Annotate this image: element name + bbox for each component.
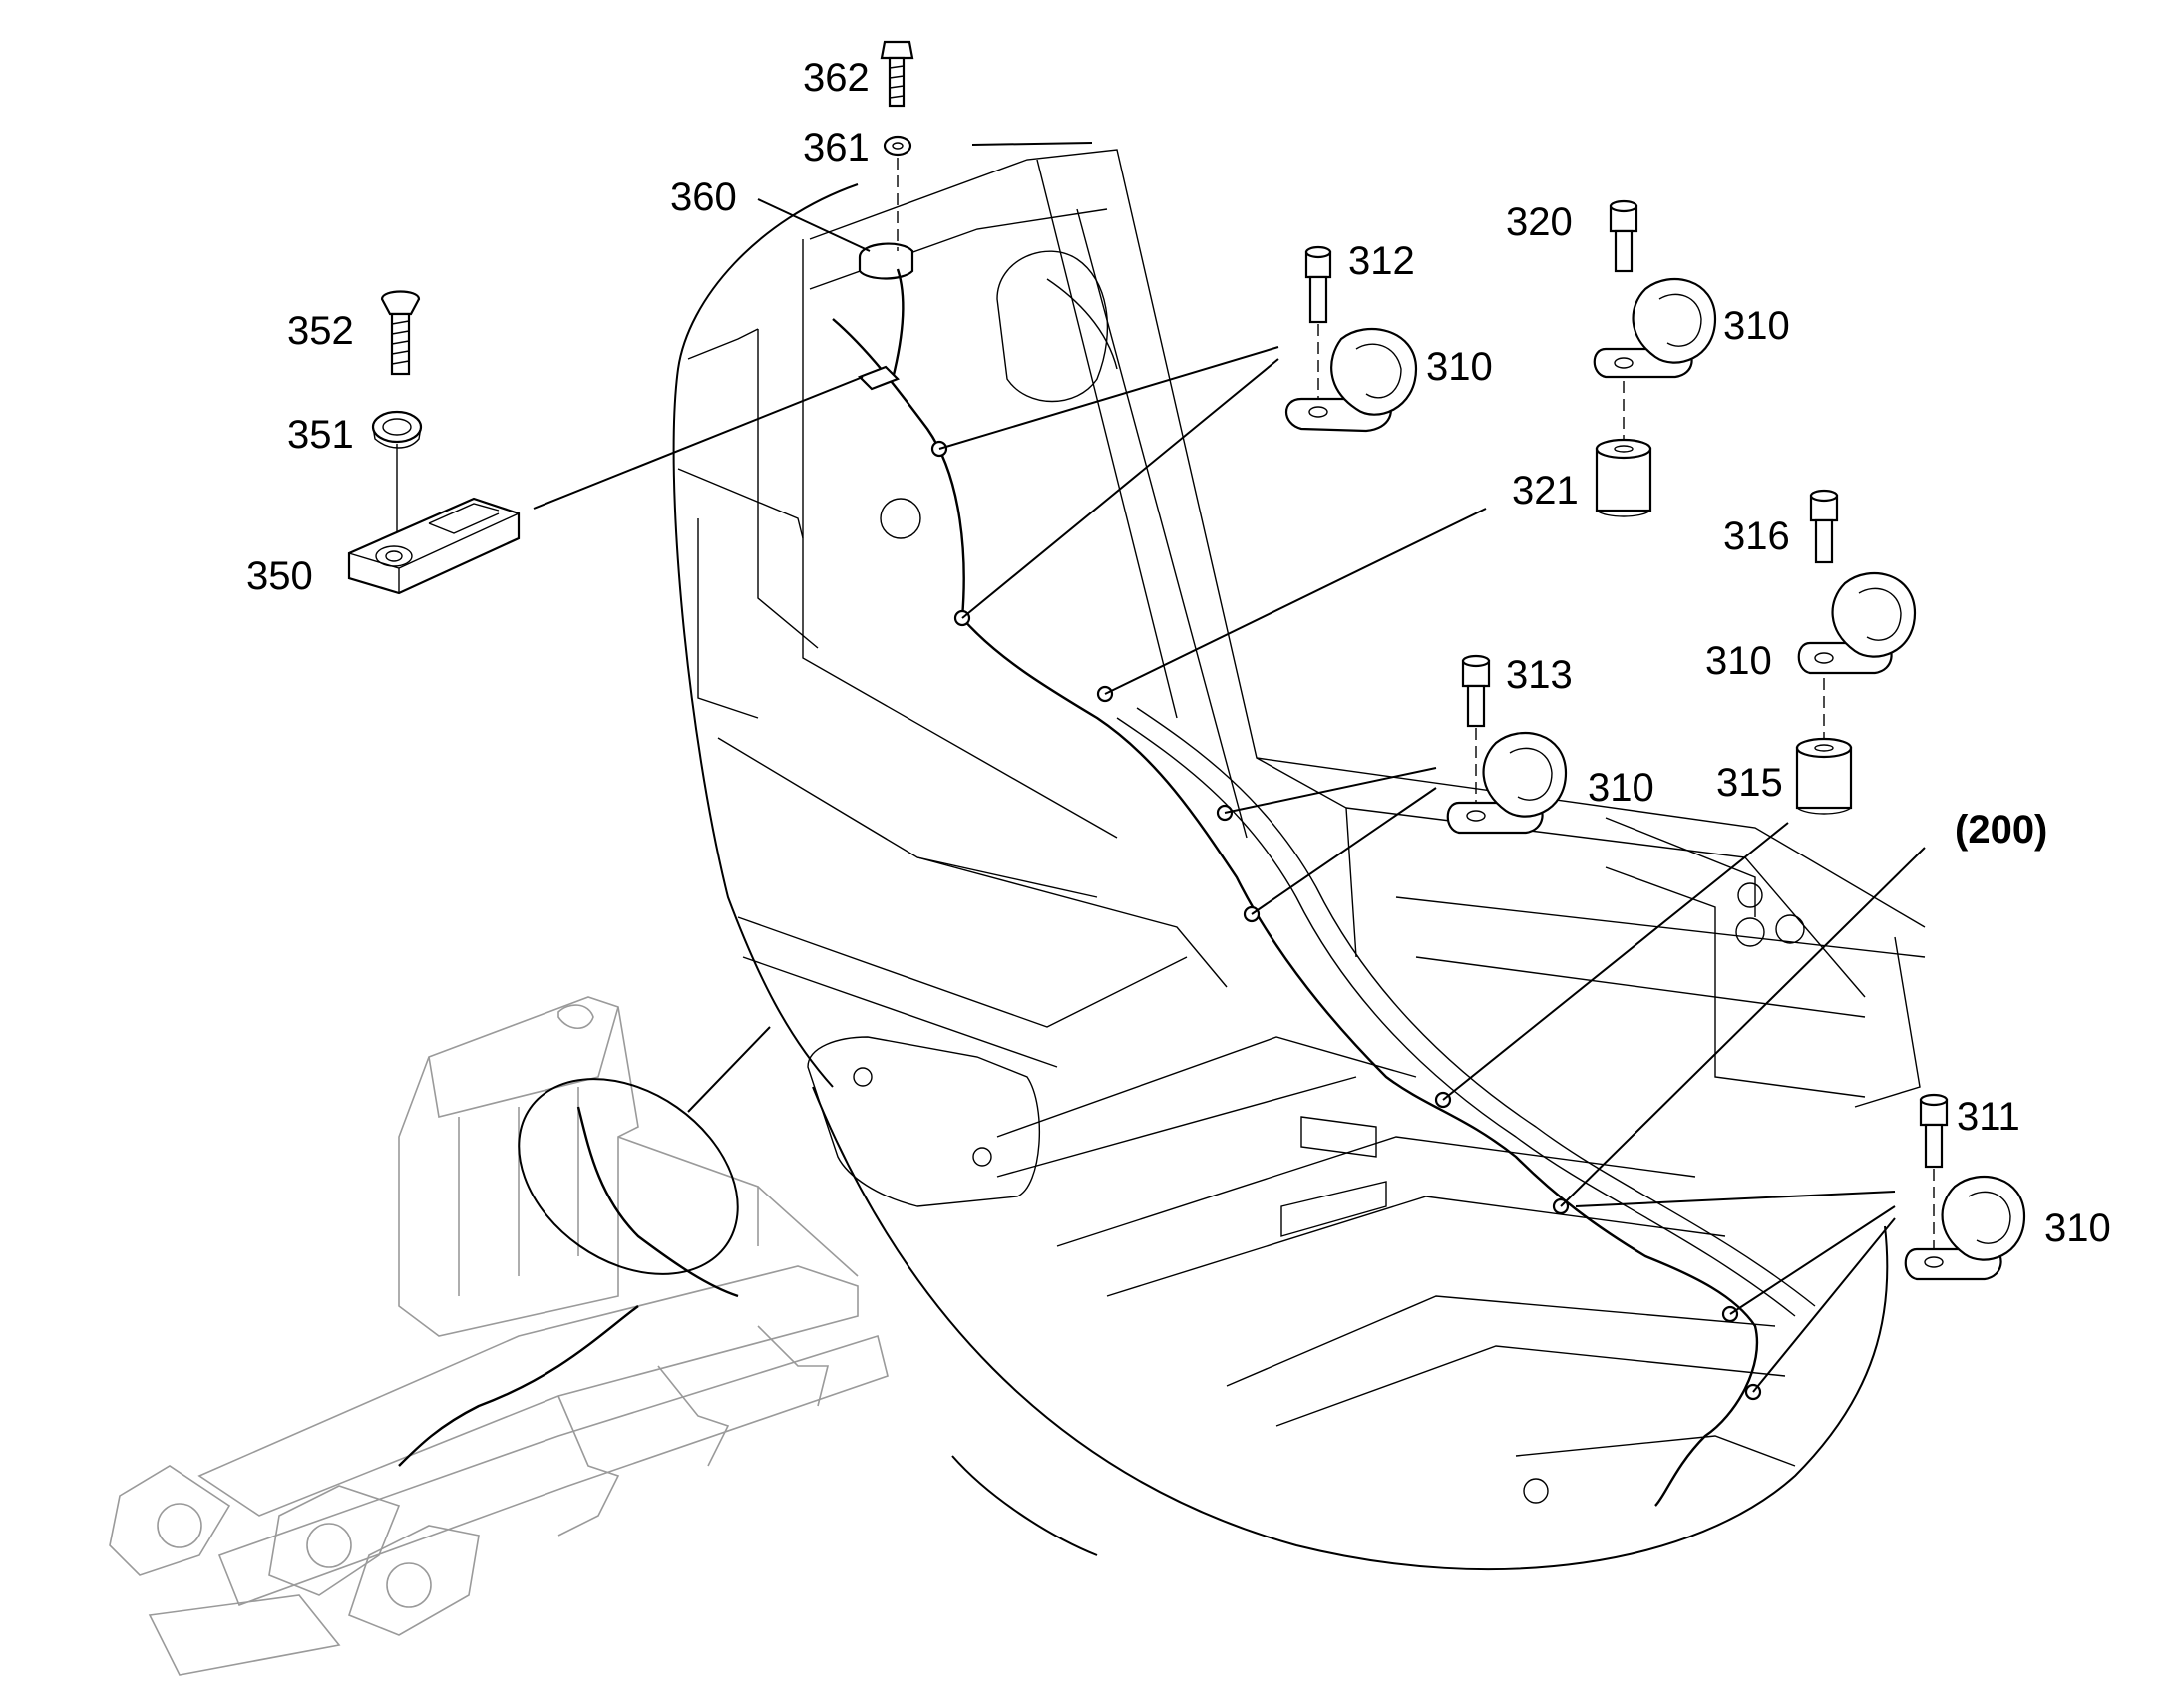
callout-312: 312	[1348, 239, 1415, 283]
ring-351	[371, 410, 423, 449]
leader-310a-1	[938, 346, 1279, 450]
sensor-360-installed	[858, 242, 914, 280]
detail-boundary-top	[971, 142, 1093, 146]
screw-320	[1609, 199, 1638, 273]
callout-360: 360	[670, 175, 737, 219]
overview-harness	[398, 1106, 739, 1467]
callout-315: 315	[1716, 761, 1783, 805]
detail-boundary-bottom	[812, 1086, 1889, 1571]
detail-boundary-inner	[951, 1455, 1098, 1556]
callout-310-b: 310	[1723, 304, 1790, 348]
screw-312	[1304, 245, 1332, 324]
plate-hole	[972, 1147, 992, 1167]
detail-boundary-left	[672, 183, 859, 1088]
bolt-362	[880, 40, 914, 108]
leader-311-1	[1575, 1191, 1896, 1207]
connector-block-350	[347, 497, 521, 595]
spacer-block	[1280, 1181, 1387, 1237]
callout-200: (200)	[1955, 808, 2047, 852]
clamp-310-e	[1904, 1175, 2026, 1281]
leader-310a-2	[961, 358, 1279, 619]
callout-310-a: 310	[1426, 345, 1493, 389]
leader-lines	[533, 198, 1926, 1393]
spacer-315	[1795, 737, 1853, 815]
hydraulic-line	[1116, 717, 1796, 1317]
detail-circle	[518, 1078, 739, 1275]
callout-311: 311	[1957, 1095, 2020, 1139]
callout-316: 316	[1723, 514, 1790, 558]
clamp-310-a	[1285, 327, 1418, 433]
callout-313: 313	[1506, 653, 1573, 697]
leader-350	[533, 376, 864, 510]
mounting-plate	[807, 1036, 1041, 1207]
frame-structure	[677, 149, 1926, 1467]
leader-313-2	[1251, 787, 1437, 915]
leader-315	[1442, 822, 1789, 1101]
connector-350-installed	[858, 365, 900, 391]
hydraulic-line	[1136, 707, 1816, 1307]
reservoir-tank	[996, 250, 1109, 403]
frame-hole	[880, 498, 921, 539]
leader-313-1	[1224, 767, 1437, 814]
callout-350: 350	[246, 554, 313, 598]
clamp-310-c	[1797, 571, 1917, 675]
overview-machine-frame	[109, 996, 889, 1676]
callout-310-c: 310	[1705, 639, 1772, 683]
callout-320: 320	[1506, 200, 1573, 244]
frame-hole	[1523, 1478, 1549, 1504]
spacer-321	[1595, 438, 1652, 517]
cable-branch-sensor	[891, 268, 905, 380]
callout-351: 351	[287, 413, 354, 457]
callout-labels: 362 361 360 352 351 350 312 310 320 310 …	[246, 56, 2111, 1250]
screw-311	[1919, 1093, 1949, 1169]
callout-321: 321	[1512, 469, 1579, 512]
frame-hole	[1737, 882, 1763, 908]
leader-311-3	[1752, 1217, 1896, 1393]
detail-leader	[687, 1026, 771, 1113]
detail-view	[672, 142, 1926, 1571]
screw-352	[380, 290, 421, 376]
cable-harness-200	[832, 318, 1759, 1507]
leader-321	[1104, 508, 1487, 695]
callout-310-d: 310	[1588, 766, 1654, 810]
tank-fitting	[1046, 278, 1118, 370]
installed-clamps	[930, 440, 1762, 1401]
washer-361	[883, 135, 912, 157]
callout-361: 361	[803, 126, 870, 170]
plate-hole	[853, 1067, 873, 1087]
screw-313	[1461, 654, 1491, 728]
screw-316	[1809, 489, 1839, 564]
callout-362: 362	[803, 56, 870, 100]
leader-360	[757, 198, 871, 252]
callout-310-e: 310	[2044, 1206, 2111, 1250]
clamp-310-d	[1446, 731, 1568, 835]
clamp-310-b	[1593, 277, 1717, 379]
callout-352: 352	[287, 309, 354, 353]
frame-hole	[1735, 917, 1765, 947]
frame-hole	[1775, 914, 1805, 944]
spacer-block	[1300, 1116, 1377, 1158]
leader-311-2	[1729, 1205, 1896, 1315]
leader-200	[1560, 847, 1926, 1207]
